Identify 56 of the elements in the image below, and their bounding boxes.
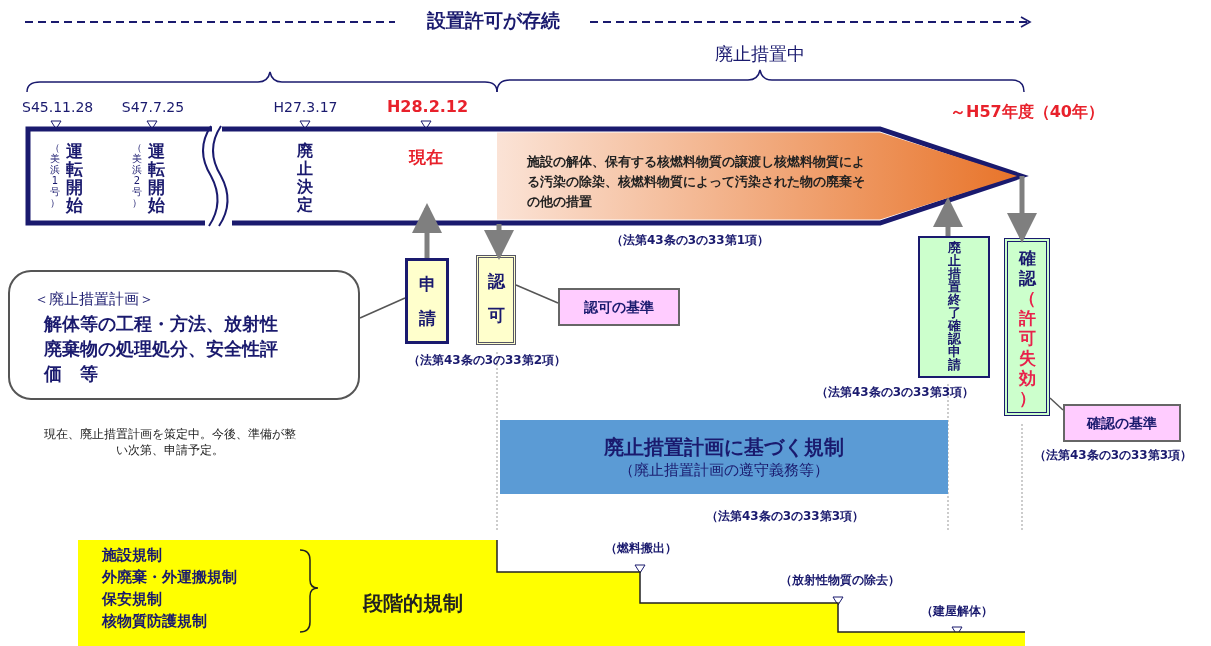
date-label: ～H57年度（40年） xyxy=(950,102,1105,123)
title-text: 設置許可が存続 xyxy=(425,8,561,33)
node-text: 解体等の工程・方法、放射性廃棄物の処理処分、安全性評価 等 xyxy=(44,313,279,386)
node-text: 廃止措置計画に基づく規制 xyxy=(603,434,845,461)
node-text: 認可 xyxy=(487,270,505,327)
node-text: （廃止措置計画の遵守義務等） xyxy=(618,461,830,480)
process-box xyxy=(918,236,990,378)
node-text: 現在 xyxy=(407,146,444,169)
node-text: 施設の解体、保有する核燃料物質の譲渡し核燃料物質による汚染の除染、核燃料物質によって汚染された物の廃棄その他の措置 xyxy=(527,153,866,211)
node-text: 廃止措置終了確認申請 xyxy=(948,241,960,371)
node-text: 運転開始 xyxy=(65,142,82,214)
arrow xyxy=(1007,176,1037,243)
annotation-text: S47.7.25 xyxy=(120,99,186,115)
step-label: （燃料搬出） xyxy=(604,540,678,557)
leader-line xyxy=(359,297,406,319)
process-box xyxy=(476,255,516,345)
leader-line xyxy=(1049,397,1064,411)
annotation-text: H27.3.17 xyxy=(272,99,339,115)
phase-label: 廃止措置中 xyxy=(714,42,806,66)
node-text: 運転開始 xyxy=(147,142,164,214)
node-text: 施設規制 xyxy=(102,546,162,565)
leader-line xyxy=(515,284,559,304)
callout-box xyxy=(558,288,680,326)
timeline-band xyxy=(25,126,1027,226)
arrow xyxy=(933,197,963,236)
node-text: （美浜2号） xyxy=(132,142,142,208)
node-text: 段階的規制 xyxy=(363,590,463,617)
annotation-text: （法第43条の3の33第2項） xyxy=(406,352,568,369)
node-text: 核物質防護規制 xyxy=(102,612,207,631)
step-label: （放射性物質の除去） xyxy=(779,572,901,589)
node-text: 認可の基準 xyxy=(583,298,655,317)
annotation-text: （法第43条の3の33第1項） xyxy=(609,232,771,249)
node-text: 確認の基準 xyxy=(1085,414,1158,433)
annotation-text: H28.2.12 xyxy=(385,97,470,116)
note-text: 現在、廃止措置計画を策定中。今後、準備が整い次第、申請予定。 xyxy=(43,426,297,458)
node-text: 廃止決定 xyxy=(297,142,313,214)
node-text: （許可失効） xyxy=(1018,288,1036,408)
process-box xyxy=(1004,238,1050,416)
process-box xyxy=(405,258,449,344)
node-text: 確認 xyxy=(1018,248,1036,288)
arrow xyxy=(484,224,514,260)
step-label: （建屋解体） xyxy=(920,603,994,620)
arrow xyxy=(412,203,442,258)
node-text: （美浜1号） xyxy=(50,142,60,208)
regulation-band xyxy=(500,420,948,494)
callout-box xyxy=(1063,404,1181,442)
speech-bubble xyxy=(8,270,360,400)
annotation-text: （法第43条の3の33第3項） xyxy=(1032,447,1194,464)
regulation-steps-area xyxy=(78,540,1025,646)
node-text: ＜廃止措置計画＞ xyxy=(34,290,154,309)
node-text: 保安規制 xyxy=(102,590,162,609)
node-text: 外廃棄・外運搬規制 xyxy=(102,568,237,587)
annotation-text: （法第43条の3の33第3項） xyxy=(814,384,976,401)
annotation-text: （法第43条の3の33第3項） xyxy=(704,508,866,525)
node-text: 申請 xyxy=(418,273,436,330)
annotation-text: S45.11.28 xyxy=(22,99,92,115)
